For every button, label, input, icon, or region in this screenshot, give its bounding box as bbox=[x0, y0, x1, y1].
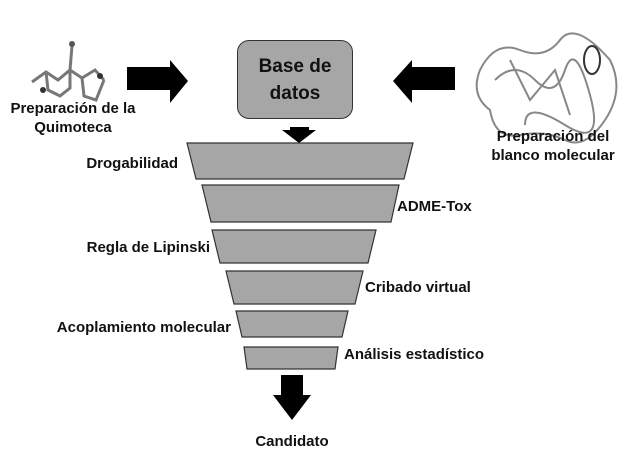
ligand-label-line2: Quimoteca bbox=[34, 119, 112, 136]
target-prep-label: Preparación del blanco molecular bbox=[478, 127, 628, 165]
stage-label-lipinski: Regla de Lipinski bbox=[86, 239, 210, 256]
right-arrow-icon bbox=[127, 60, 188, 103]
stage-label-statistics: Análisis estadístico bbox=[344, 346, 485, 363]
stage-label-docking: Acoplamiento molecular bbox=[56, 319, 231, 336]
funnel-stage-1 bbox=[186, 142, 414, 180]
candidate-label: Candidato bbox=[255, 433, 329, 450]
database-label-line1: Base de bbox=[258, 55, 332, 77]
protein-target-image bbox=[475, 32, 618, 144]
target-label-line2: blanco molecular bbox=[491, 147, 615, 164]
ligand-label-line1: Preparación de la bbox=[10, 100, 136, 117]
down-arrow-icon bbox=[273, 375, 311, 420]
target-label-line1: Preparación del bbox=[496, 128, 610, 145]
ligand-library-label: Preparación de la Quimoteca bbox=[0, 99, 146, 137]
funnel-stage-6 bbox=[243, 346, 339, 370]
funnel-stage-4 bbox=[225, 270, 364, 305]
left-arrow-icon bbox=[393, 60, 455, 103]
database-label-line2: datos bbox=[269, 82, 321, 104]
ligand-molecule-image bbox=[31, 41, 106, 102]
stage-label-virtual-screening: Cribado virtual bbox=[365, 279, 471, 296]
funnel-stage-2 bbox=[201, 184, 400, 223]
down-arrow-icon bbox=[282, 127, 316, 143]
database-box: Base de datos bbox=[237, 40, 353, 119]
funnel-stage-5 bbox=[235, 310, 349, 338]
stage-label-adme-tox: ADME-Tox bbox=[397, 198, 472, 215]
stage-label-drogabilidad: Drogabilidad bbox=[86, 155, 178, 172]
funnel-stage-3 bbox=[211, 229, 377, 264]
